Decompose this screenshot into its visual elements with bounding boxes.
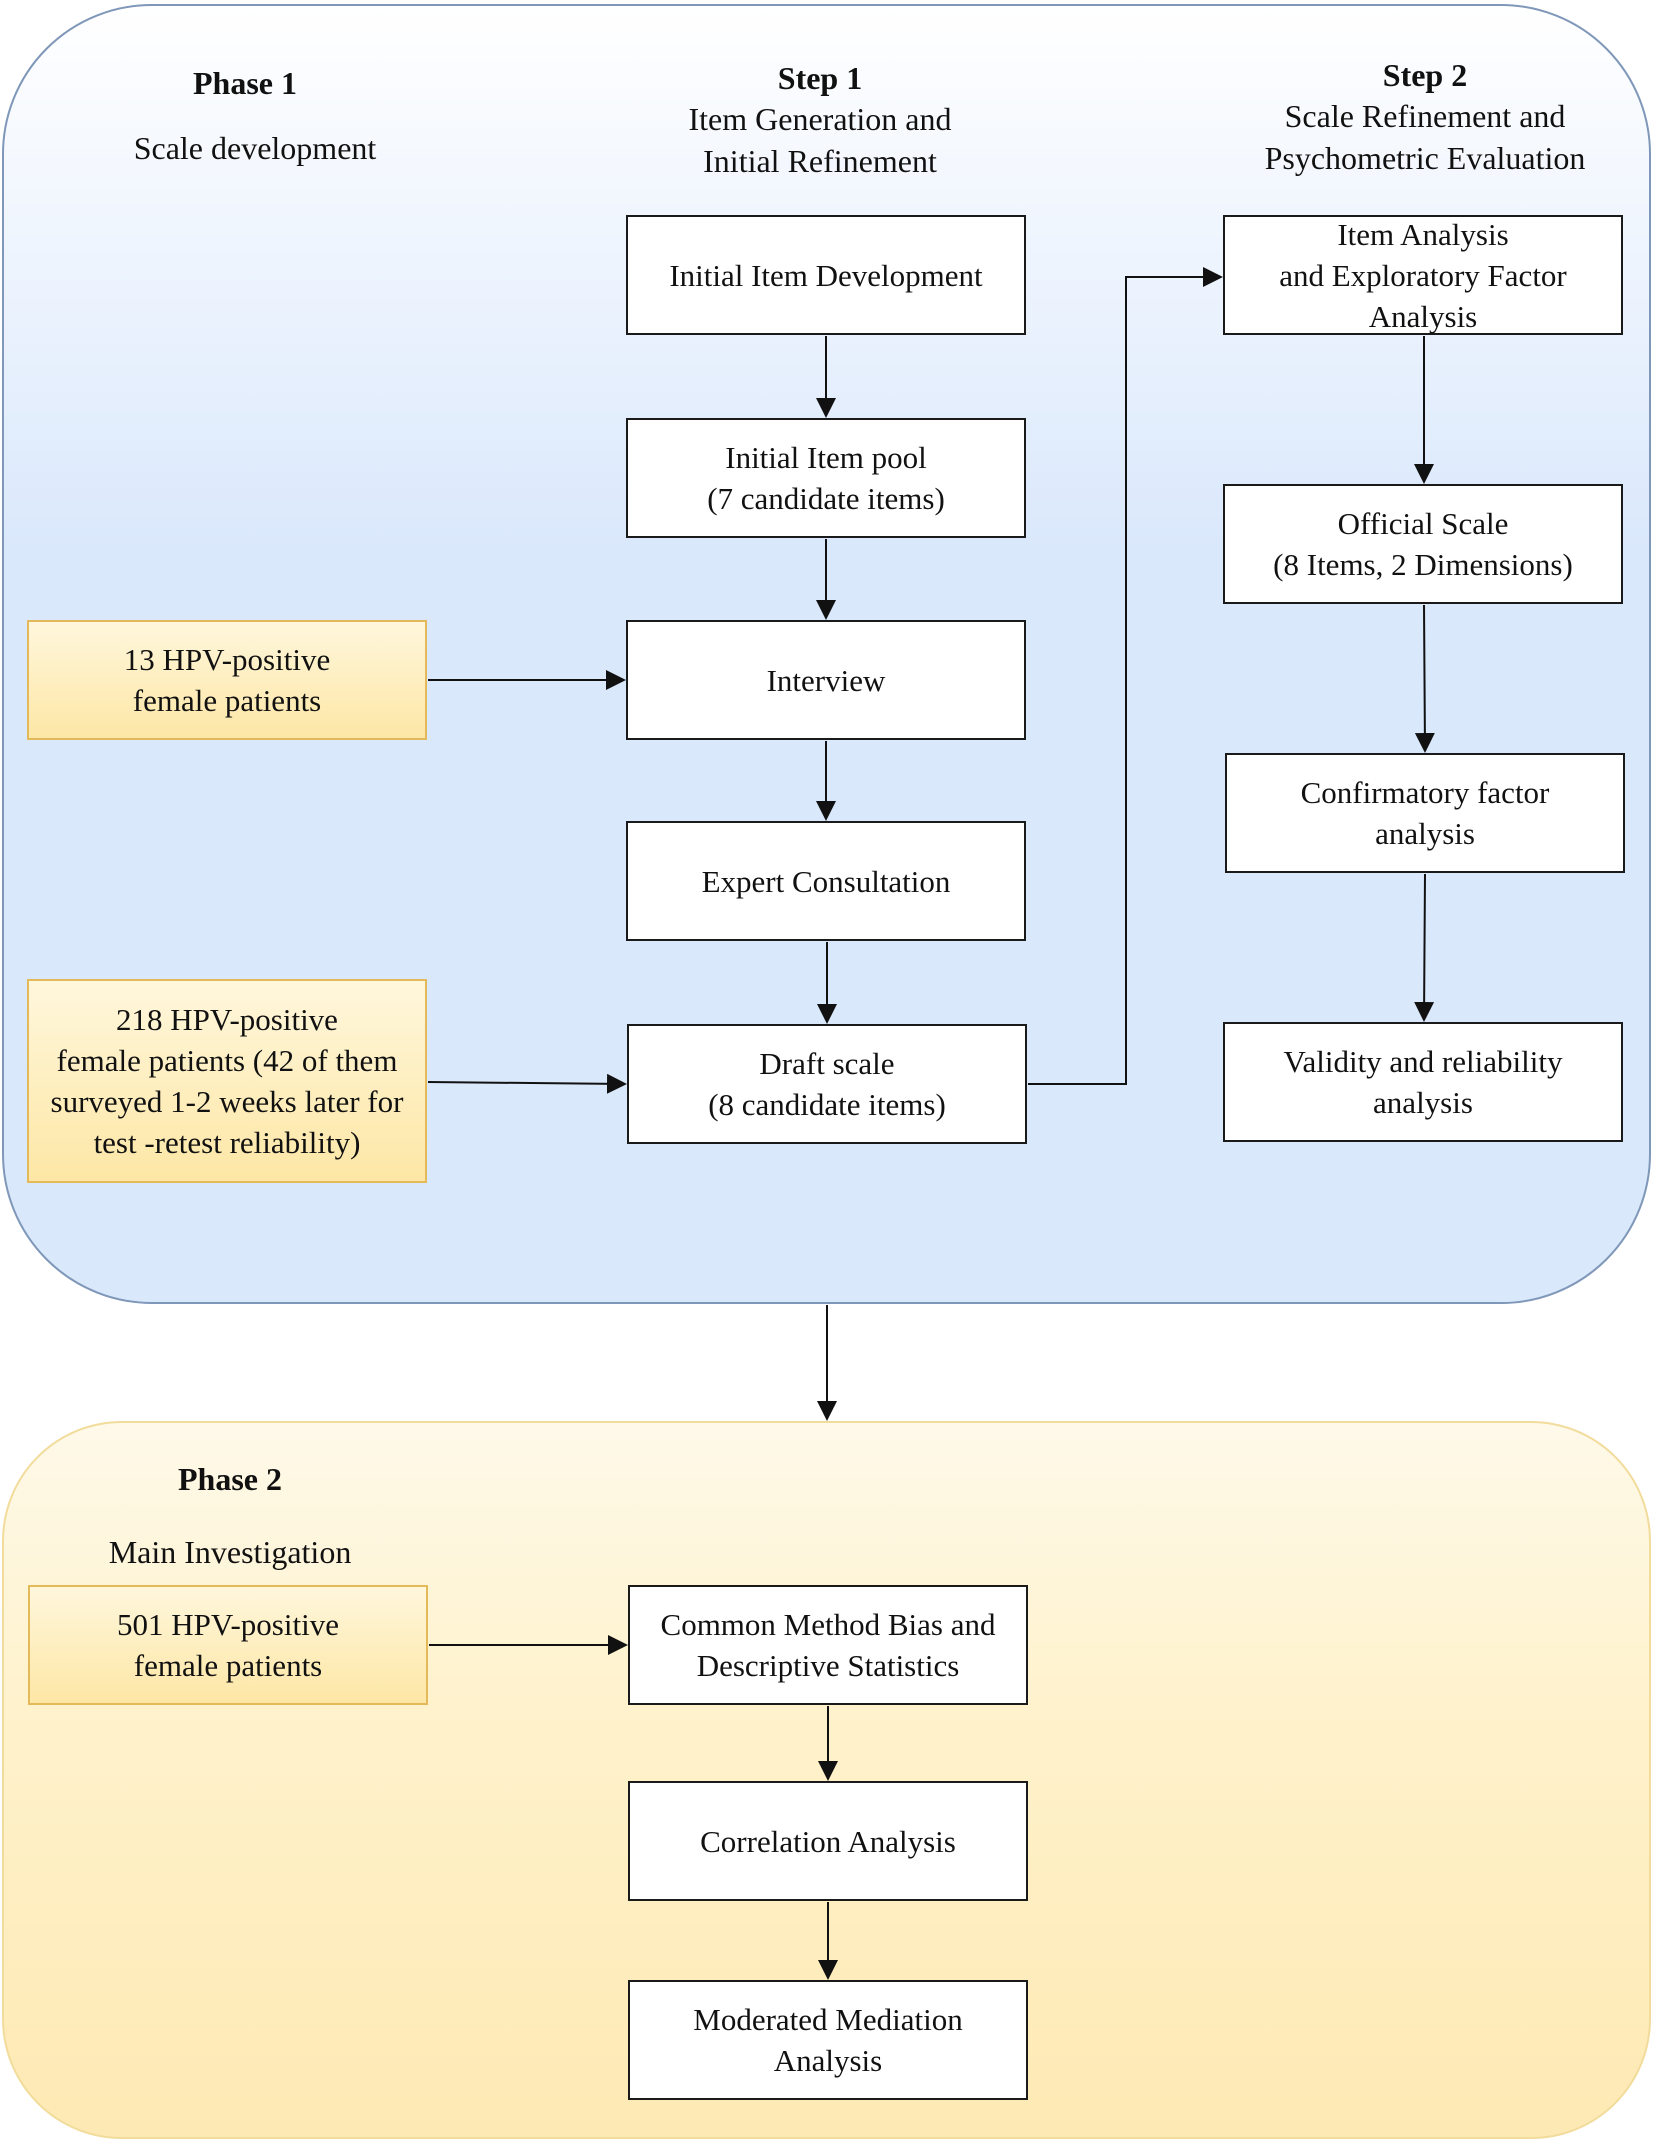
cmb-descriptive-box: Common Method Bias and Descriptive Stati…	[628, 1585, 1028, 1705]
arrow-survey-sample-to-draft	[427, 1073, 627, 1094]
validity-reliability-box: Validity and reliability analysis	[1223, 1022, 1623, 1142]
draft-scale-box: Draft scale (8 candidate items)	[627, 1024, 1027, 1144]
survey-sample-box: 218 HPV-positive female patients (42 of …	[27, 979, 427, 1183]
initial-item-development-box: Initial Item Development	[626, 215, 1026, 335]
confirmatory-factor-analysis-box: Confirmatory factor analysis	[1225, 753, 1625, 873]
step1-title: Step 1	[777, 60, 863, 96]
interview-sample-box: 13 HPV-positive female patients	[27, 620, 427, 740]
item-analysis-efa-box: Item Analysis and Exploratory Factor Ana…	[1223, 215, 1623, 335]
moderated-mediation-box: Moderated Mediation Analysis	[628, 1980, 1028, 2100]
official-scale-box: Official Scale (8 Items, 2 Dimensions)	[1223, 484, 1623, 604]
step1-subtitle: Item Generation and Initial Refinement	[688, 101, 952, 179]
arrow-official-to-cfa	[1414, 604, 1435, 753]
phase1-title: Phase 1	[193, 65, 297, 101]
phase2-subtitle: Main Investigation	[108, 1534, 352, 1570]
phase2-title: Phase 2	[178, 1461, 282, 1497]
main-sample-box: 501 HPV-positive female patients	[28, 1585, 428, 1705]
phase1-subtitle: Scale development	[133, 130, 377, 166]
arrow-cfa-to-validity	[1414, 873, 1435, 1022]
expert-consultation-box: Expert Consultation	[626, 821, 1026, 941]
interview-box: Interview	[626, 620, 1026, 740]
initial-item-pool-box: Initial Item pool (7 candidate items)	[626, 418, 1026, 538]
arrow-draft-to-item-analysis	[1028, 267, 1223, 1085]
step2-title: Step 2	[1382, 57, 1468, 93]
correlation-analysis-box: Correlation Analysis	[628, 1781, 1028, 1901]
step2-subtitle: Scale Refinement and Psychometric Evalua…	[1264, 98, 1586, 176]
